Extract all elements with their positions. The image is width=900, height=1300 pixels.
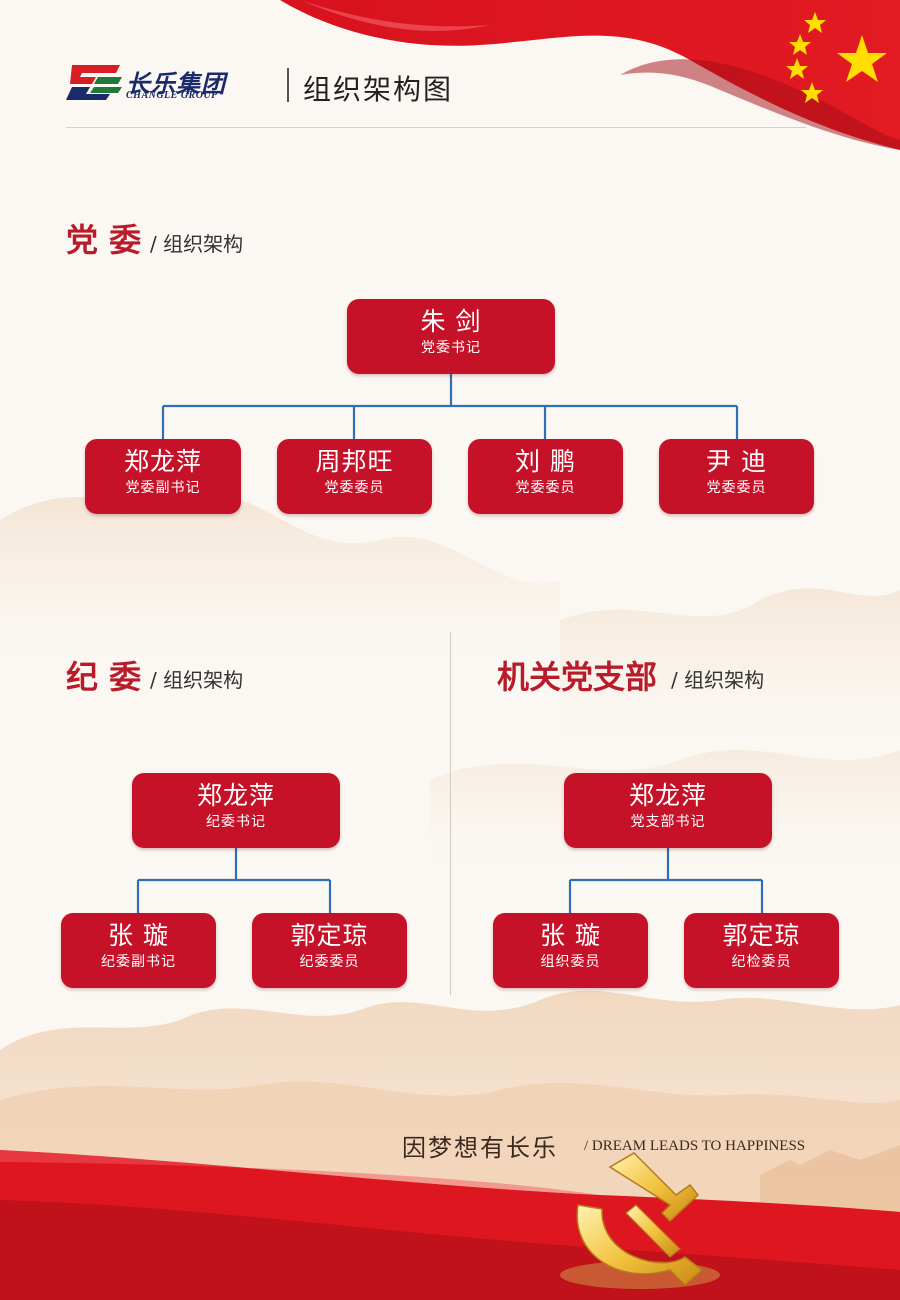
discipline-head-name: 郑龙萍 — [196, 781, 275, 810]
party-member-box-2: 周邦旺 党委委员 — [277, 439, 432, 514]
office-branch-title: 机关党支部 — [497, 658, 658, 696]
discipline-committee-title: 纪 委 — [66, 658, 142, 696]
changle-logo-icon — [66, 65, 122, 100]
slogan-cn: 因梦想有长乐 — [402, 1134, 558, 1162]
discipline-member-box-2: 郭定琼 纪委委员 — [252, 913, 407, 988]
branch-member-box-1: 张 璇 组织委员 — [493, 913, 648, 988]
branch-member-role-2: 纪检委员 — [731, 954, 792, 970]
title-divider — [287, 68, 289, 102]
section-divider — [450, 632, 451, 995]
page-title: 组织架构图 — [303, 73, 454, 106]
party-member-name-3: 刘 鹏 — [515, 447, 576, 476]
party-head-name: 朱 剑 — [420, 307, 482, 336]
brand-name: 长乐集团 — [126, 70, 226, 98]
party-member-role-2: 党委委员 — [324, 480, 385, 496]
discipline-member-role-2: 纪委委员 — [299, 954, 360, 970]
party-member-name-4: 尹 迪 — [706, 447, 767, 476]
brand-name-en: CHANGLE GROUP — [126, 90, 218, 101]
office-branch-subtitle: / 组织架构 — [671, 668, 765, 692]
slogan-en: / DREAM LEADS TO HAPPINESS — [584, 1138, 806, 1154]
branch-member-name-2: 郭定琼 — [722, 921, 801, 950]
branch-member-name-1: 张 璇 — [540, 921, 601, 950]
branch-member-role-1: 组织委员 — [540, 954, 601, 970]
party-member-role-3: 党委委员 — [515, 480, 576, 496]
discipline-member-name-1: 张 璇 — [108, 921, 169, 950]
party-committee-title: 党 委 — [66, 221, 142, 259]
discipline-committee-subtitle: / 组织架构 — [150, 668, 244, 692]
party-member-box-4: 尹 迪 党委委员 — [659, 439, 814, 514]
discipline-head-role: 纪委书记 — [206, 814, 266, 830]
branch-head-name: 郑龙萍 — [628, 781, 707, 810]
party-member-box-3: 刘 鹏 党委委员 — [468, 439, 623, 514]
discipline-head-box: 郑龙萍 纪委书记 — [132, 773, 340, 848]
branch-member-box-2: 郭定琼 纪检委员 — [684, 913, 839, 988]
header-rule — [66, 127, 806, 128]
party-member-name-2: 周邦旺 — [315, 447, 394, 476]
branch-head-box: 郑龙萍 党支部书记 — [564, 773, 772, 848]
party-committee-subtitle: / 组织架构 — [150, 232, 244, 256]
party-member-name-1: 郑龙萍 — [123, 447, 202, 476]
party-head-box: 朱 剑 党委书记 — [347, 299, 555, 374]
party-head-role: 党委书记 — [421, 340, 481, 356]
branch-head-role: 党支部书记 — [630, 814, 706, 830]
discipline-member-box-1: 张 璇 纪委副书记 — [61, 913, 216, 988]
party-member-role-1: 党委副书记 — [125, 480, 201, 496]
party-member-role-4: 党委委员 — [706, 480, 767, 496]
discipline-member-name-2: 郭定琼 — [290, 921, 369, 950]
party-member-box-1: 郑龙萍 党委副书记 — [85, 439, 241, 514]
discipline-member-role-1: 纪委副书记 — [101, 954, 176, 970]
